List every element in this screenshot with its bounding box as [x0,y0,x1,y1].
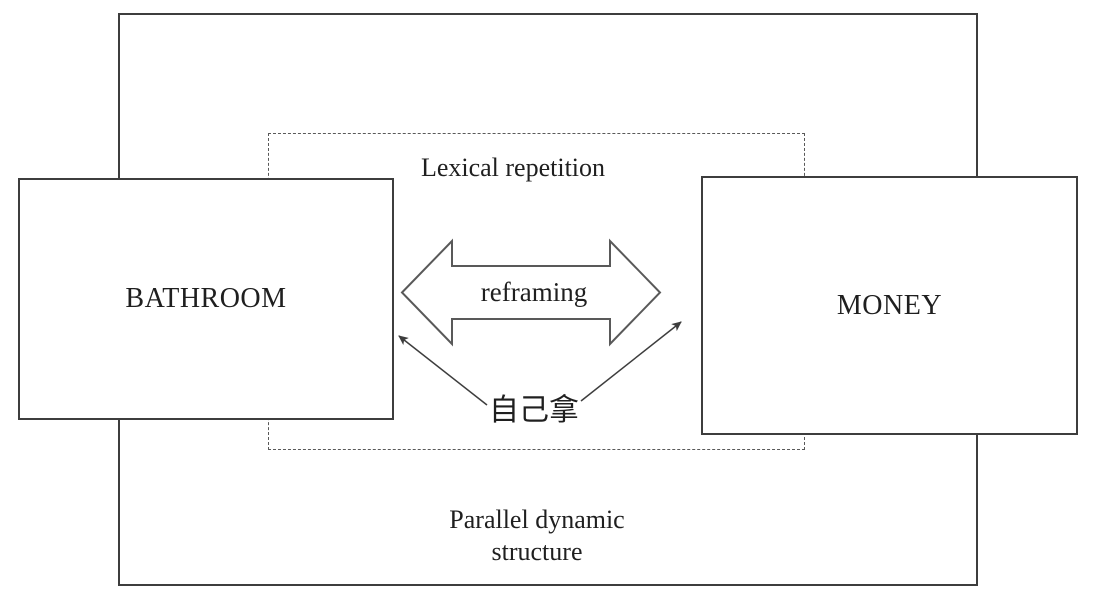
reframing-label: reframing [480,277,588,307]
bathroom-box-label: BATHROOM [125,283,287,314]
money-box-label: MONEY [836,289,943,321]
lexical-repetition-label: Lexical repetition [420,153,606,182]
money-box: MONEY [701,176,1078,435]
parallel-label-line1: Parallel dynamic [449,505,625,534]
parallel-dynamic-structure-label: Parallel dynamic structure [449,504,624,568]
bathroom-box: BATHROOM [18,178,394,420]
self-take-chinese-label: 自己拿 [489,394,579,427]
parallel-label-line2: structure [491,537,583,566]
